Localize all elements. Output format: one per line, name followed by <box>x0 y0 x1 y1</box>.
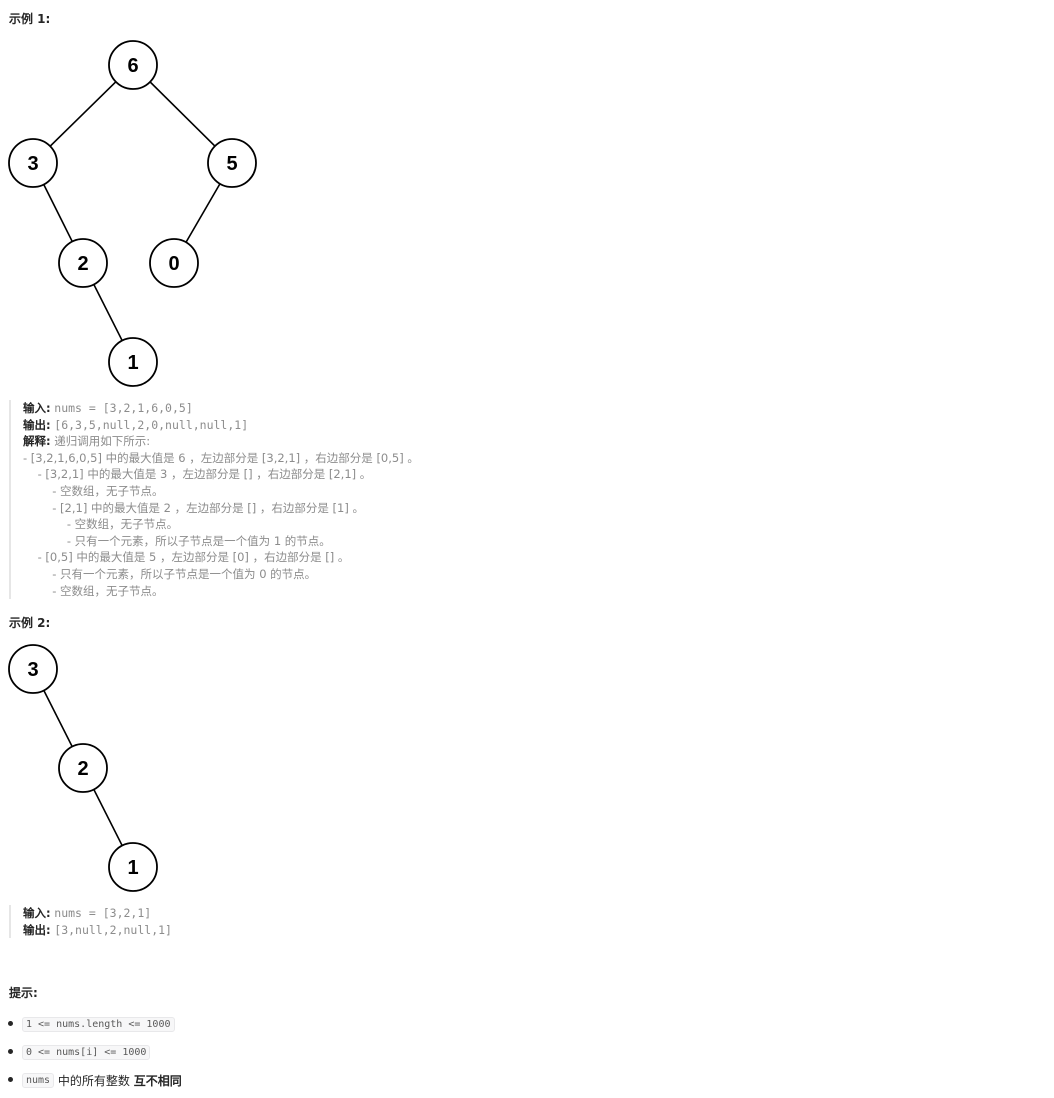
tree-node: 1 <box>108 842 158 892</box>
recursion-step: - 空数组，无子节点。 <box>23 583 164 598</box>
output-line: 输出: [3,null,2,null,1] <box>23 922 172 939</box>
svg-text:3: 3 <box>27 659 38 681</box>
tree-node: 6 <box>108 40 158 90</box>
output-value: [3,null,2,null,1] <box>54 922 172 937</box>
example-1-tree-diagram: 6 3 5 2 0 1 <box>8 40 257 387</box>
output-label: 输出: <box>23 922 51 937</box>
svg-text:2: 2 <box>77 758 88 780</box>
tree-node: 3 <box>8 138 58 188</box>
example-2-tree-diagram: 3 2 1 <box>8 644 158 892</box>
output-value: [6,3,5,null,2,0,null,null,1] <box>54 417 249 432</box>
constraint-emphasis: 互不相同 <box>133 1073 182 1088</box>
constraint-item: 1 <= nums.length <= 1000 <box>8 1010 182 1038</box>
constraint-item: nums 中的所有整数 互不相同 <box>8 1066 182 1094</box>
recursion-step: - 只有一个元素，所以子节点是一个值为 1 的节点。 <box>23 533 331 548</box>
constraint-code: 0 <= nums[i] <= 1000 <box>22 1044 151 1060</box>
recursion-step: - [3,2,1] 中的最大值是 3 ，左边部分是 [] ，右边部分是 [2,1… <box>23 467 372 482</box>
input-line: 输入: nums = [3,2,1,6,0,5] <box>23 400 419 417</box>
explanation-label: 解释: <box>23 434 51 449</box>
svg-text:5: 5 <box>226 153 237 175</box>
recursion-step: - 空数组，无子节点。 <box>23 517 179 532</box>
svg-text:3: 3 <box>27 153 38 175</box>
recursion-step: - [0,5] 中的最大值是 5 ，左边部分是 [0] ，右边部分是 [] 。 <box>23 550 350 565</box>
constraint-text: 中的所有整数 <box>54 1073 134 1088</box>
svg-text:2: 2 <box>77 253 88 275</box>
constraints-list: 1 <= nums.length <= 1000 0 <= nums[i] <=… <box>0 1010 182 1094</box>
input-value: nums = [3,2,1] <box>54 906 152 920</box>
tree-node: 2 <box>58 743 108 793</box>
svg-text:6: 6 <box>127 55 138 77</box>
svg-text:1: 1 <box>127 857 138 879</box>
input-value: nums = [3,2,1,6,0,5] <box>54 401 193 415</box>
tree-node: 0 <box>149 238 199 288</box>
example-1-title: 示例 1: <box>9 12 51 26</box>
svg-text:1: 1 <box>127 352 138 374</box>
output-label: 输出: <box>23 417 51 432</box>
tree-node: 2 <box>58 238 108 288</box>
input-label: 输入: <box>23 401 51 415</box>
recursion-step: - [3,2,1,6,0,5] 中的最大值是 6 ，左边部分是 [3,2,1] … <box>23 450 419 465</box>
recursion-step: - [2,1] 中的最大值是 2 ，左边部分是 [] ，右边部分是 [1] 。 <box>23 500 364 515</box>
input-line: 输入: nums = [3,2,1] <box>23 905 172 922</box>
recursion-step: - 只有一个元素，所以子节点是一个值为 0 的节点。 <box>23 566 317 581</box>
explanation-line: 解释: 递归调用如下所示: <box>23 433 419 450</box>
bullet-icon <box>8 1021 13 1026</box>
example-1-io-block: 输入: nums = [3,2,1,6,0,5] 输出: [6,3,5,null… <box>9 400 419 600</box>
constraint-code: 1 <= nums.length <= 1000 <box>22 1016 175 1032</box>
output-line: 输出: [6,3,5,null,2,0,null,null,1] <box>23 417 419 434</box>
svg-text:0: 0 <box>168 253 179 275</box>
tree-node: 3 <box>8 644 58 694</box>
tree-node: 1 <box>108 337 158 387</box>
constraint-code: nums <box>22 1072 55 1088</box>
example-2-title: 示例 2: <box>9 616 51 630</box>
input-label: 输入: <box>23 906 51 920</box>
constraint-item: 0 <= nums[i] <= 1000 <box>8 1038 182 1066</box>
hints-title: 提示: <box>9 986 38 1000</box>
example-2-io-block: 输入: nums = [3,2,1] 输出: [3,null,2,null,1] <box>9 905 172 939</box>
tree-node: 5 <box>207 138 257 188</box>
recursion-step: - 空数组，无子节点。 <box>23 483 164 498</box>
bullet-icon <box>8 1077 13 1082</box>
bullet-icon <box>8 1049 13 1054</box>
explanation-value: 递归调用如下所示: <box>54 434 151 449</box>
